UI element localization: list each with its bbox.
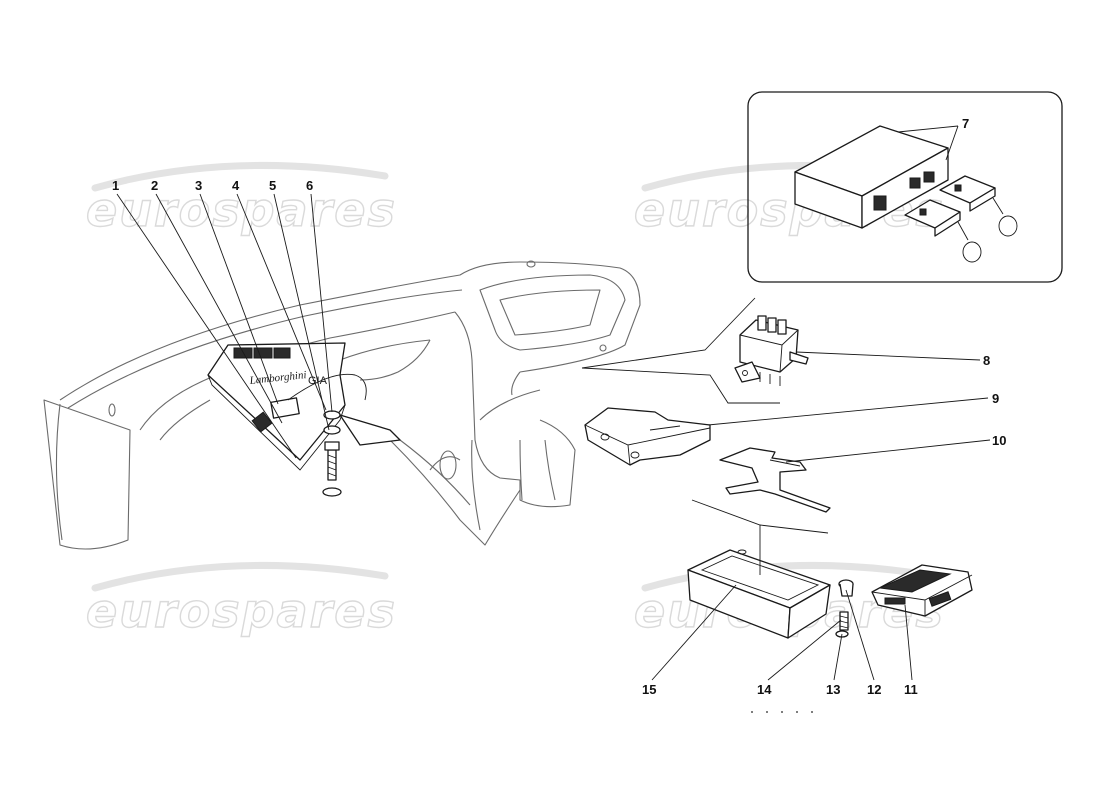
relay-pin — [777, 319, 787, 335]
washer — [323, 425, 341, 435]
ecu-control-unit: Lamborghini GIA — [207, 342, 401, 497]
callout-label-15: 15 — [642, 682, 656, 697]
callout-label-12: 12 — [867, 682, 881, 697]
callout-label-6: 6 — [306, 178, 313, 193]
watermark-bottom-left: eurospares — [86, 584, 397, 638]
tray-end — [787, 584, 831, 639]
relay-part — [581, 297, 809, 404]
watermark-swoosh — [91, 161, 389, 192]
inset-frame — [747, 91, 1063, 283]
inset-panel: 7 — [747, 91, 1063, 283]
relay-pin — [757, 315, 767, 331]
alarm-connector — [909, 177, 921, 189]
watermark-group: eurospares eurospares eurospares eurospa… — [85, 161, 944, 639]
callout-label-13: 13 — [826, 682, 840, 697]
callout-label-10: 10 — [992, 433, 1006, 448]
callout-label-1: 1 — [112, 178, 119, 193]
watermark-top-left: eurospares — [86, 183, 397, 237]
ecu-connector — [253, 347, 273, 359]
mounting-bracket-part — [719, 447, 831, 513]
callout-label-7: 7 — [962, 116, 969, 131]
remote-fob — [939, 175, 1018, 237]
tray-fasteners — [835, 579, 854, 638]
callout-label-4: 4 — [232, 178, 240, 193]
control-box-part — [871, 564, 973, 617]
callout-label-11: 11 — [904, 682, 918, 697]
callout-label-3: 3 — [195, 178, 202, 193]
callout-label-2: 2 — [151, 178, 158, 193]
ecu-connector — [273, 347, 291, 359]
ecu-tray-part — [687, 499, 831, 639]
alarm-connector — [923, 171, 935, 183]
spacer — [324, 441, 340, 451]
dotted-marks — [751, 711, 813, 713]
ecu-front-connector — [251, 411, 273, 433]
leader-lines — [116, 193, 991, 681]
callout-label-5: 5 — [269, 178, 276, 193]
callout-labels: 1 2 3 4 5 6 8 9 10 11 12 13 14 15 — [112, 178, 1006, 697]
watermark-swoosh — [641, 561, 939, 592]
alarm-connector — [873, 195, 887, 211]
watermark-swoosh — [91, 561, 389, 592]
callout-label-9: 9 — [992, 391, 999, 406]
callout-label-14: 14 — [757, 682, 772, 697]
remote-fob — [904, 199, 982, 263]
callout-label-8: 8 — [983, 353, 990, 368]
lower-washer — [322, 487, 342, 497]
ecu-cover-part — [584, 407, 711, 466]
relay-pin — [767, 317, 777, 333]
